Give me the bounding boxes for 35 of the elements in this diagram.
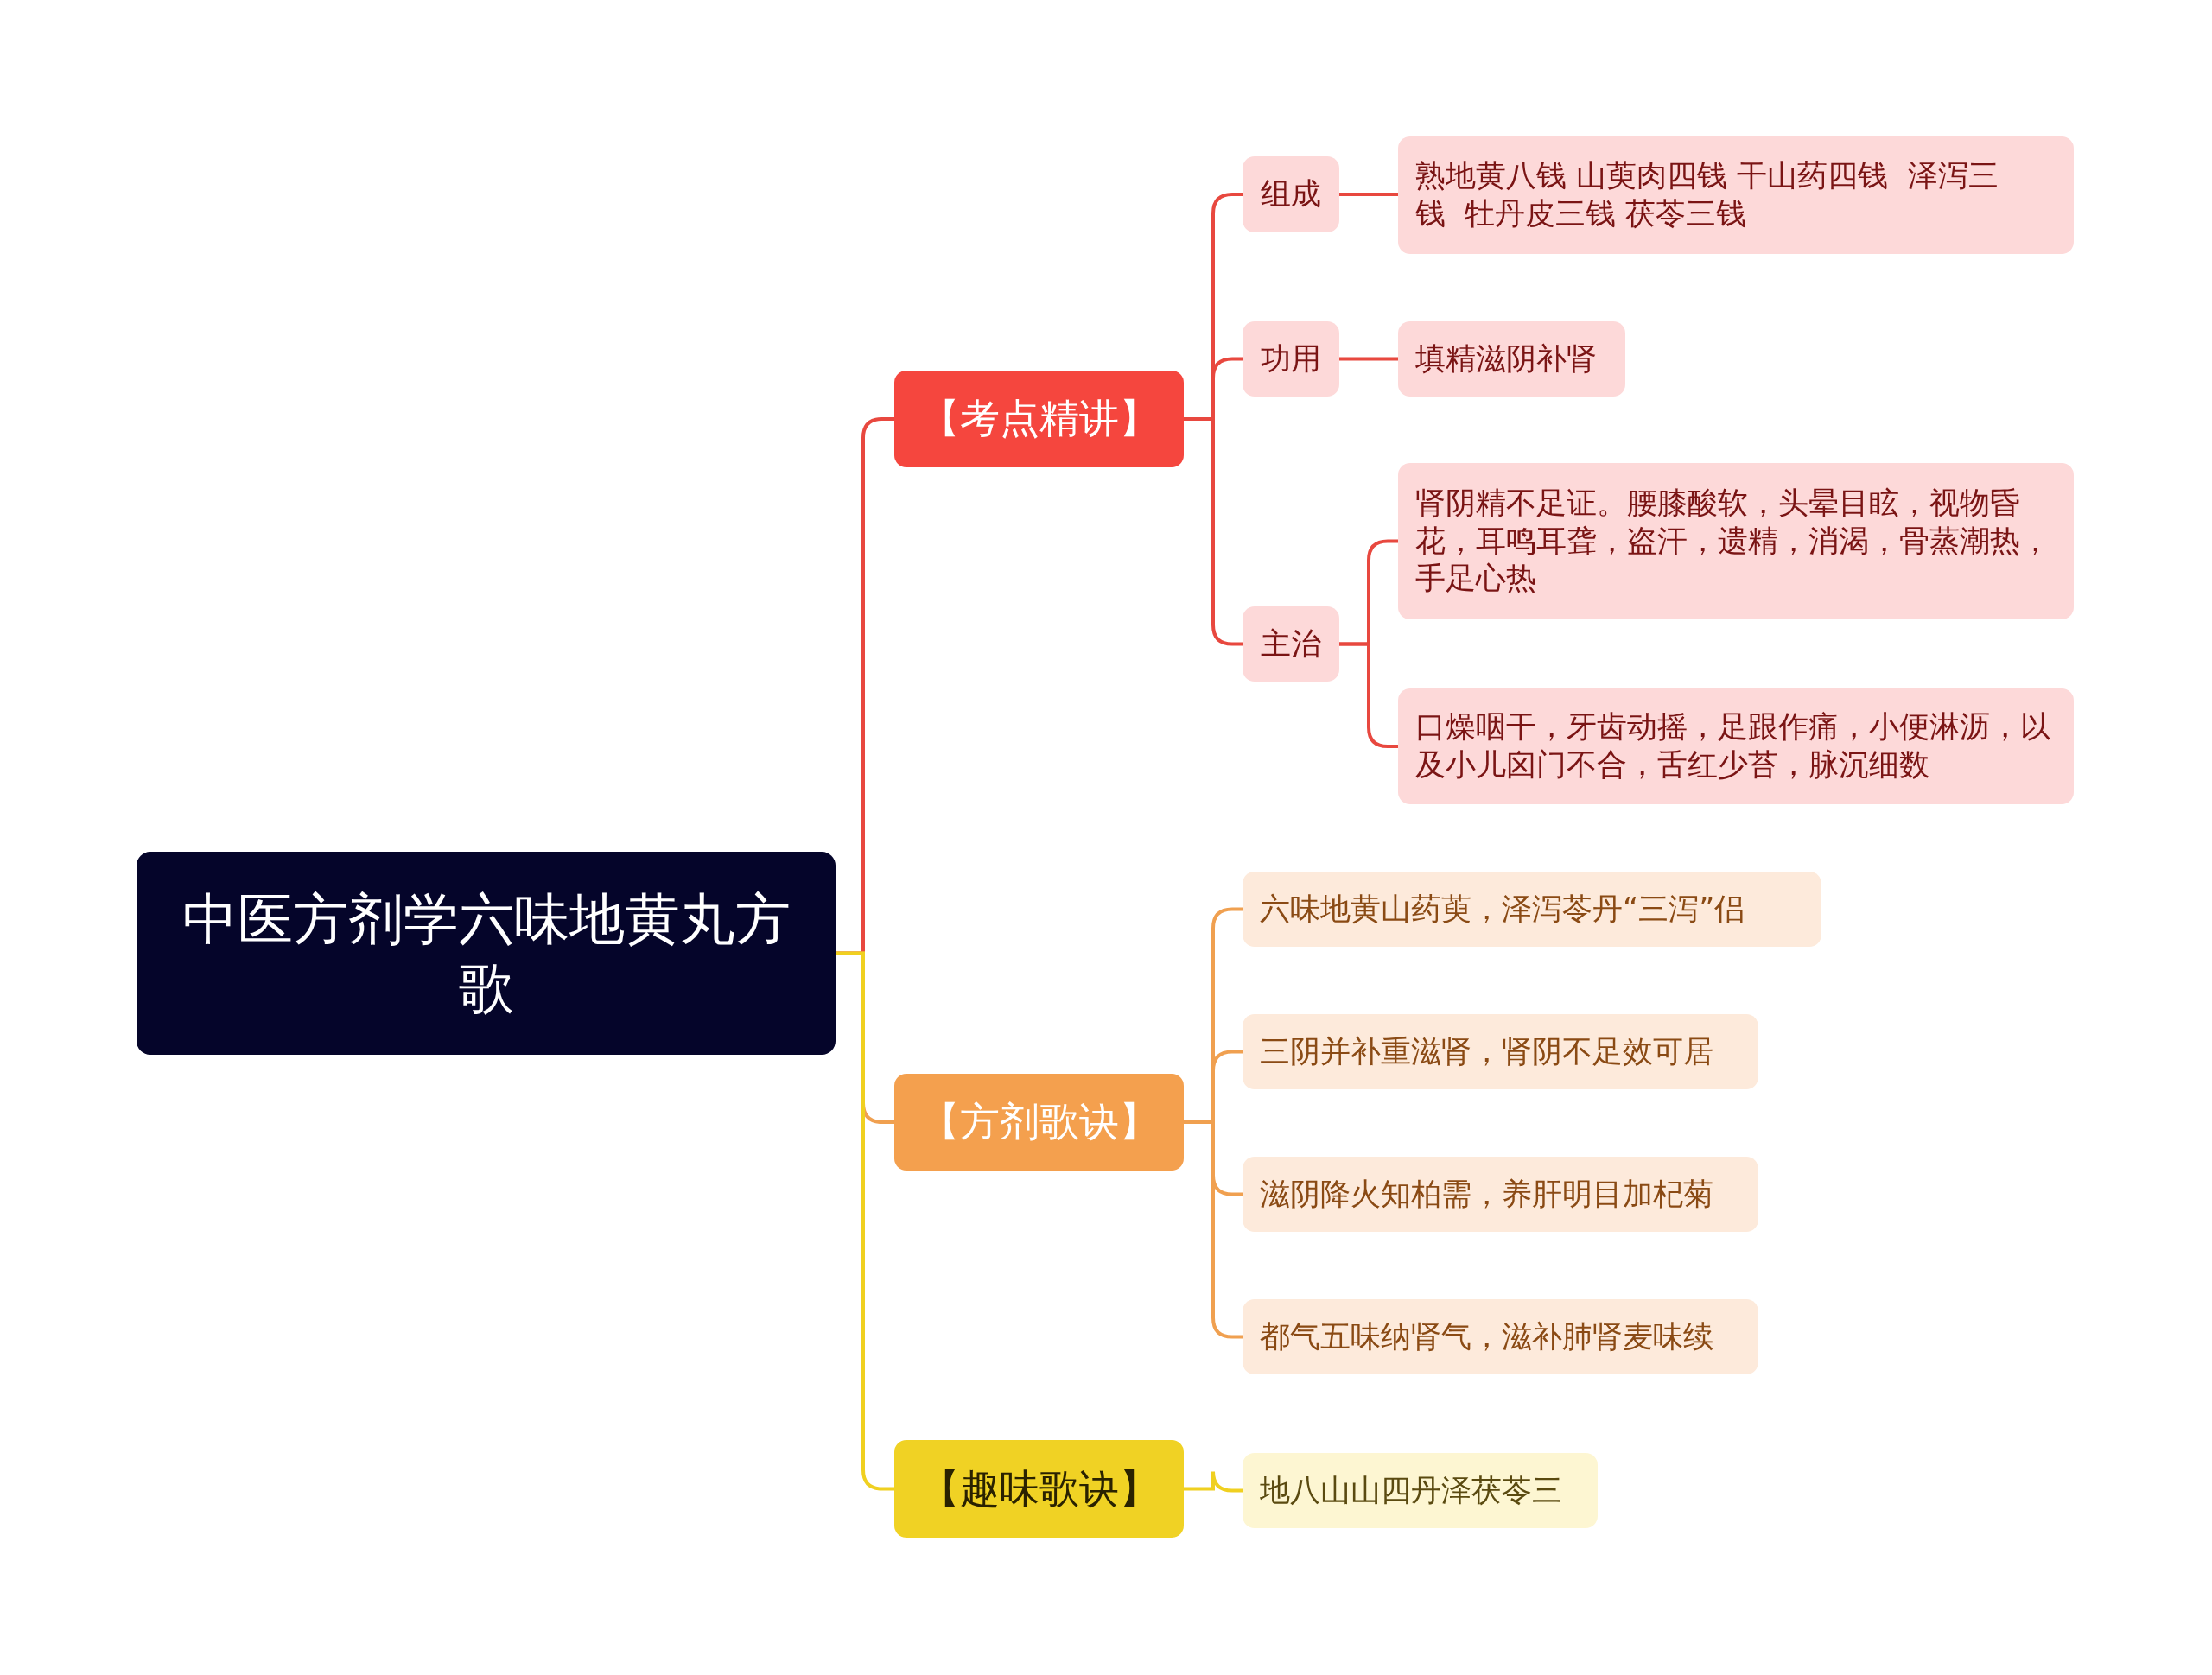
- topic-text: 组成: [1261, 175, 1321, 213]
- connector-line: [1184, 1469, 1243, 1493]
- branch-topic-box: [894, 1440, 1184, 1538]
- topic-text: 三阴并补重滋肾，肾阴不足效可居: [1260, 1032, 1713, 1070]
- topic-text: 熟地黄八钱 山萸肉四钱 干山药四钱 泽泻三钱 牡丹皮三钱 茯苓三钱: [1415, 157, 1999, 232]
- connector-line: [1339, 357, 1398, 361]
- leaf-topic-box: [1398, 136, 2074, 254]
- topic-text: 【方剂歌诀】: [919, 1097, 1159, 1147]
- subtopic-box: [1243, 321, 1339, 397]
- topic-text: 功用: [1261, 339, 1321, 378]
- topic-text: 口燥咽干，牙齿动摇，足跟作痛，小便淋沥，以及小儿囟门不合，舌红少苔，脉沉细数: [1415, 708, 2051, 784]
- topic-text: 滋阴降火知柏需，养肝明目加杞菊: [1260, 1175, 1713, 1213]
- leaf-topic-box: [1398, 463, 2074, 619]
- leaf-topic-box: [1243, 1299, 1758, 1374]
- topic-text: 【考点精讲】: [919, 394, 1159, 444]
- topic-text: 主治: [1261, 625, 1321, 663]
- leaf-topic-box: [1398, 321, 1625, 397]
- branch-topic-box: [894, 371, 1184, 467]
- leaf-topic-box: [1243, 1453, 1598, 1528]
- connector-line: [1339, 193, 1398, 196]
- subtopic-box: [1243, 156, 1339, 232]
- topic-text: 填精滋阴补肾: [1415, 339, 1597, 378]
- leaf-topic-box: [1243, 1157, 1758, 1232]
- branch-topic-box: [894, 1074, 1184, 1171]
- topic-text: 六味地黄山药萸，泽泻苓丹“三泻”侣: [1260, 890, 1745, 928]
- topic-text: 【趣味歌诀】: [919, 1463, 1159, 1513]
- topic-text: 地八山山四丹泽茯苓三: [1260, 1471, 1562, 1509]
- topic-text: 中医方剂学六味地黄丸方歌: [181, 885, 791, 1022]
- topic-text: 肾阴精不足证。腰膝酸软，头晕目眩，视物昏花，耳鸣耳聋，盗汗，遗精，消渴，骨蒸潮热，手足心热: [1415, 484, 2051, 598]
- subtopic-box: [1243, 606, 1339, 682]
- leaf-topic-box: [1398, 688, 2074, 804]
- topic-text: 都气五味纳肾气，滋补肺肾麦味续: [1260, 1317, 1713, 1355]
- leaf-topic-box: [1243, 1014, 1758, 1089]
- root-topic-box: [137, 852, 836, 1055]
- leaf-topic-box: [1243, 872, 1821, 947]
